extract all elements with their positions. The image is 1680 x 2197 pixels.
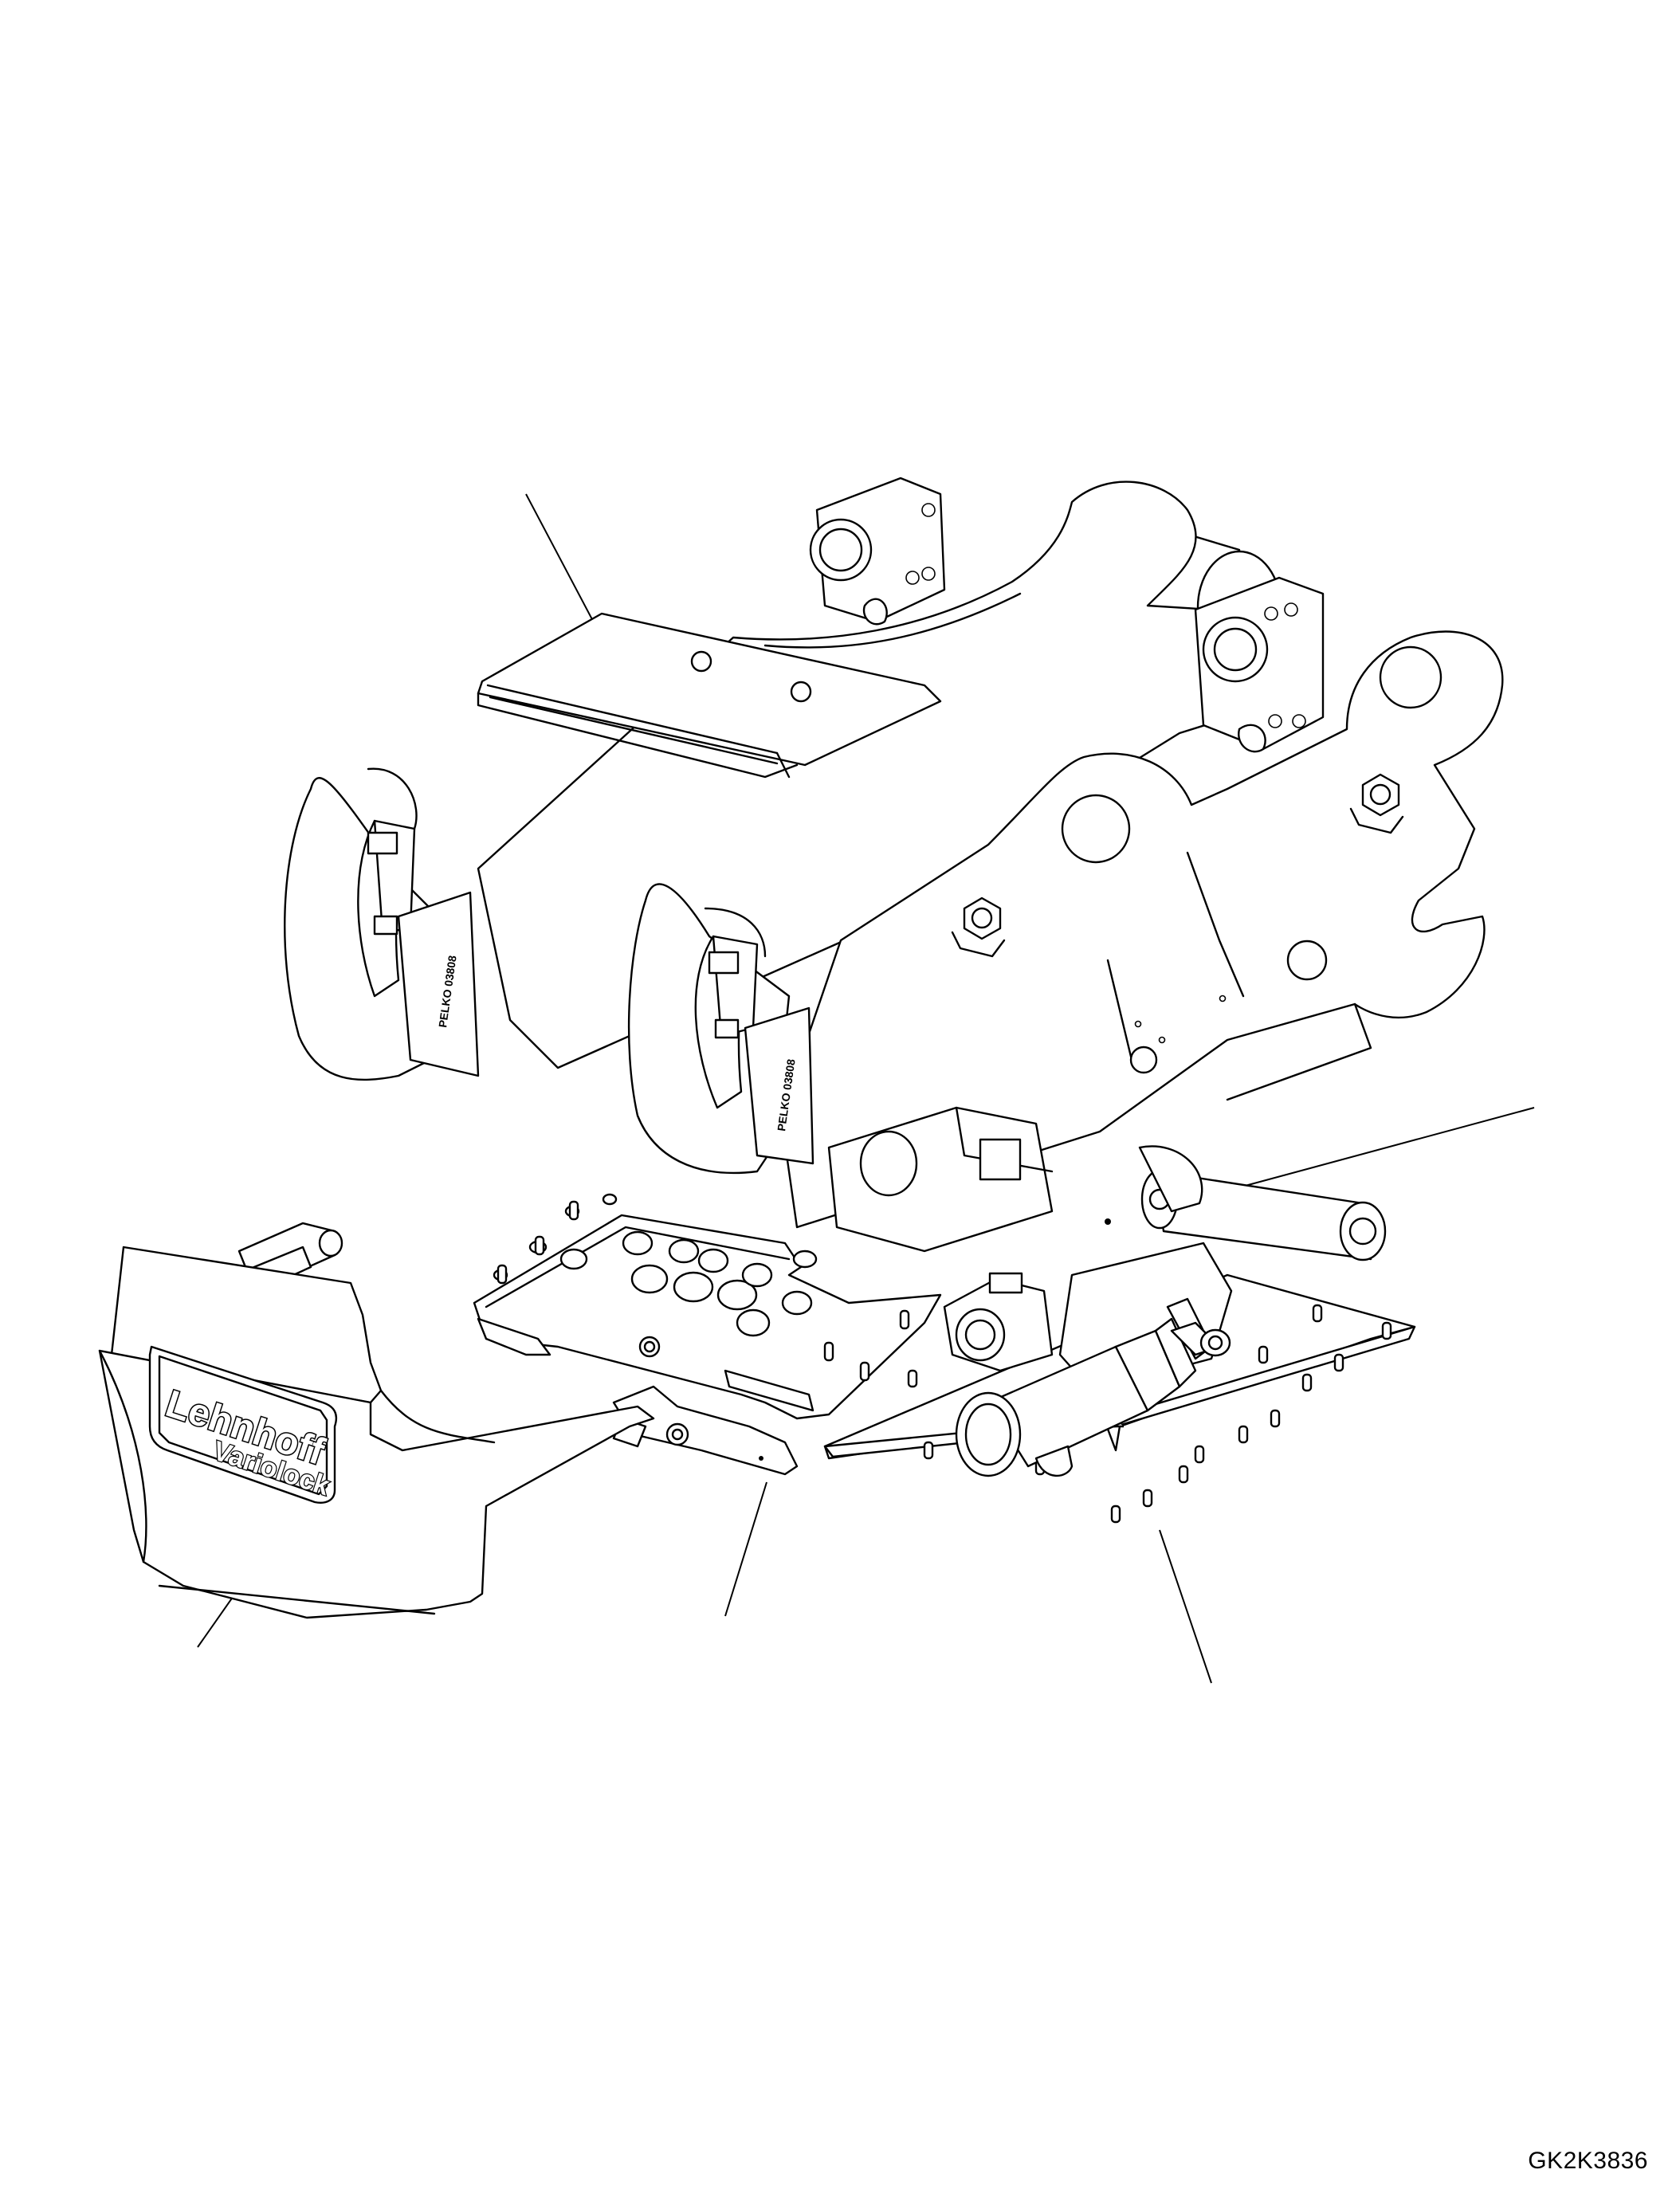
drawing-id-label: GK2K3836 bbox=[1528, 2148, 1648, 2174]
lock-pin bbox=[1105, 1146, 1385, 1260]
hydraulic-cylinder bbox=[944, 1243, 1231, 1476]
hose-bracket-left bbox=[811, 478, 944, 624]
cylinder-end-pin bbox=[1172, 1323, 1230, 1355]
hook-left: PELKO 03808 bbox=[285, 769, 478, 1080]
valve-studs bbox=[498, 1202, 909, 1380]
leader-top-plate bbox=[526, 494, 602, 638]
hex-nut-left bbox=[952, 898, 1004, 956]
hook-right: PELKO 03808 bbox=[629, 884, 813, 1173]
valve-fittings bbox=[494, 1195, 816, 1336]
leader-lines bbox=[198, 494, 1534, 1683]
leader-base-plate bbox=[1160, 1530, 1211, 1683]
leader-valve-block bbox=[725, 1482, 767, 1616]
protective-cover: Lehnhoff Variolock bbox=[100, 1223, 654, 1618]
valve-block bbox=[474, 1195, 940, 1474]
hex-nut-right bbox=[1351, 775, 1403, 833]
hose-bracket-right bbox=[1195, 578, 1323, 751]
lock-block bbox=[829, 1108, 1052, 1251]
leader-right-pin bbox=[1239, 1108, 1534, 1187]
